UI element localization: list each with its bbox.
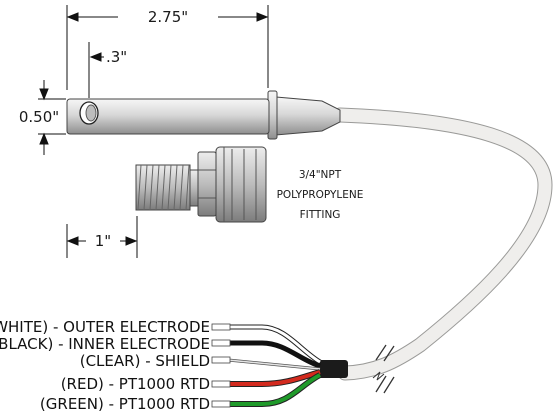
- fitting-label-line-2: POLYPROPYLENE: [277, 189, 364, 201]
- wire-label-black: (BLACK) - INNER ELECTRODE: [0, 335, 210, 353]
- dim-label-diameter: 0.50": [19, 108, 59, 126]
- wire-label-red: (RED) - PT1000 RTD: [61, 375, 210, 393]
- wire-bundle: [211, 323, 322, 408]
- sensor-body: [66, 90, 341, 140]
- wire-label-white: (WHITE) - OUTER ELECTRODE: [0, 318, 210, 336]
- dimension-thread-length: [66, 216, 138, 258]
- dimension-diameter: [38, 80, 66, 155]
- sensing-hole-icon: [79, 101, 99, 125]
- heat-shrink-sleeve: [318, 360, 348, 378]
- dim-label-hole-offset: .3": [106, 48, 127, 66]
- wire-labels: (WHITE) - OUTER ELECTRODE (BLACK) - INNE…: [0, 318, 210, 413]
- npt-fitting: [135, 146, 267, 223]
- dimension-overall-length: [66, 5, 269, 90]
- wire-label-clear: (CLEAR) - SHIELD: [80, 352, 210, 370]
- dimension-hole-offset: [88, 42, 104, 98]
- dim-label-thread-length: 1": [95, 232, 111, 250]
- fitting-label-line-3: FITTING: [300, 209, 341, 221]
- wire-label-green: (GREEN) - PT1000 RTD: [40, 395, 210, 413]
- fitting-label-line-1: 3/4"NPT: [299, 169, 342, 181]
- dim-label-overall-length: 2.75": [148, 8, 188, 26]
- cable: [318, 107, 553, 394]
